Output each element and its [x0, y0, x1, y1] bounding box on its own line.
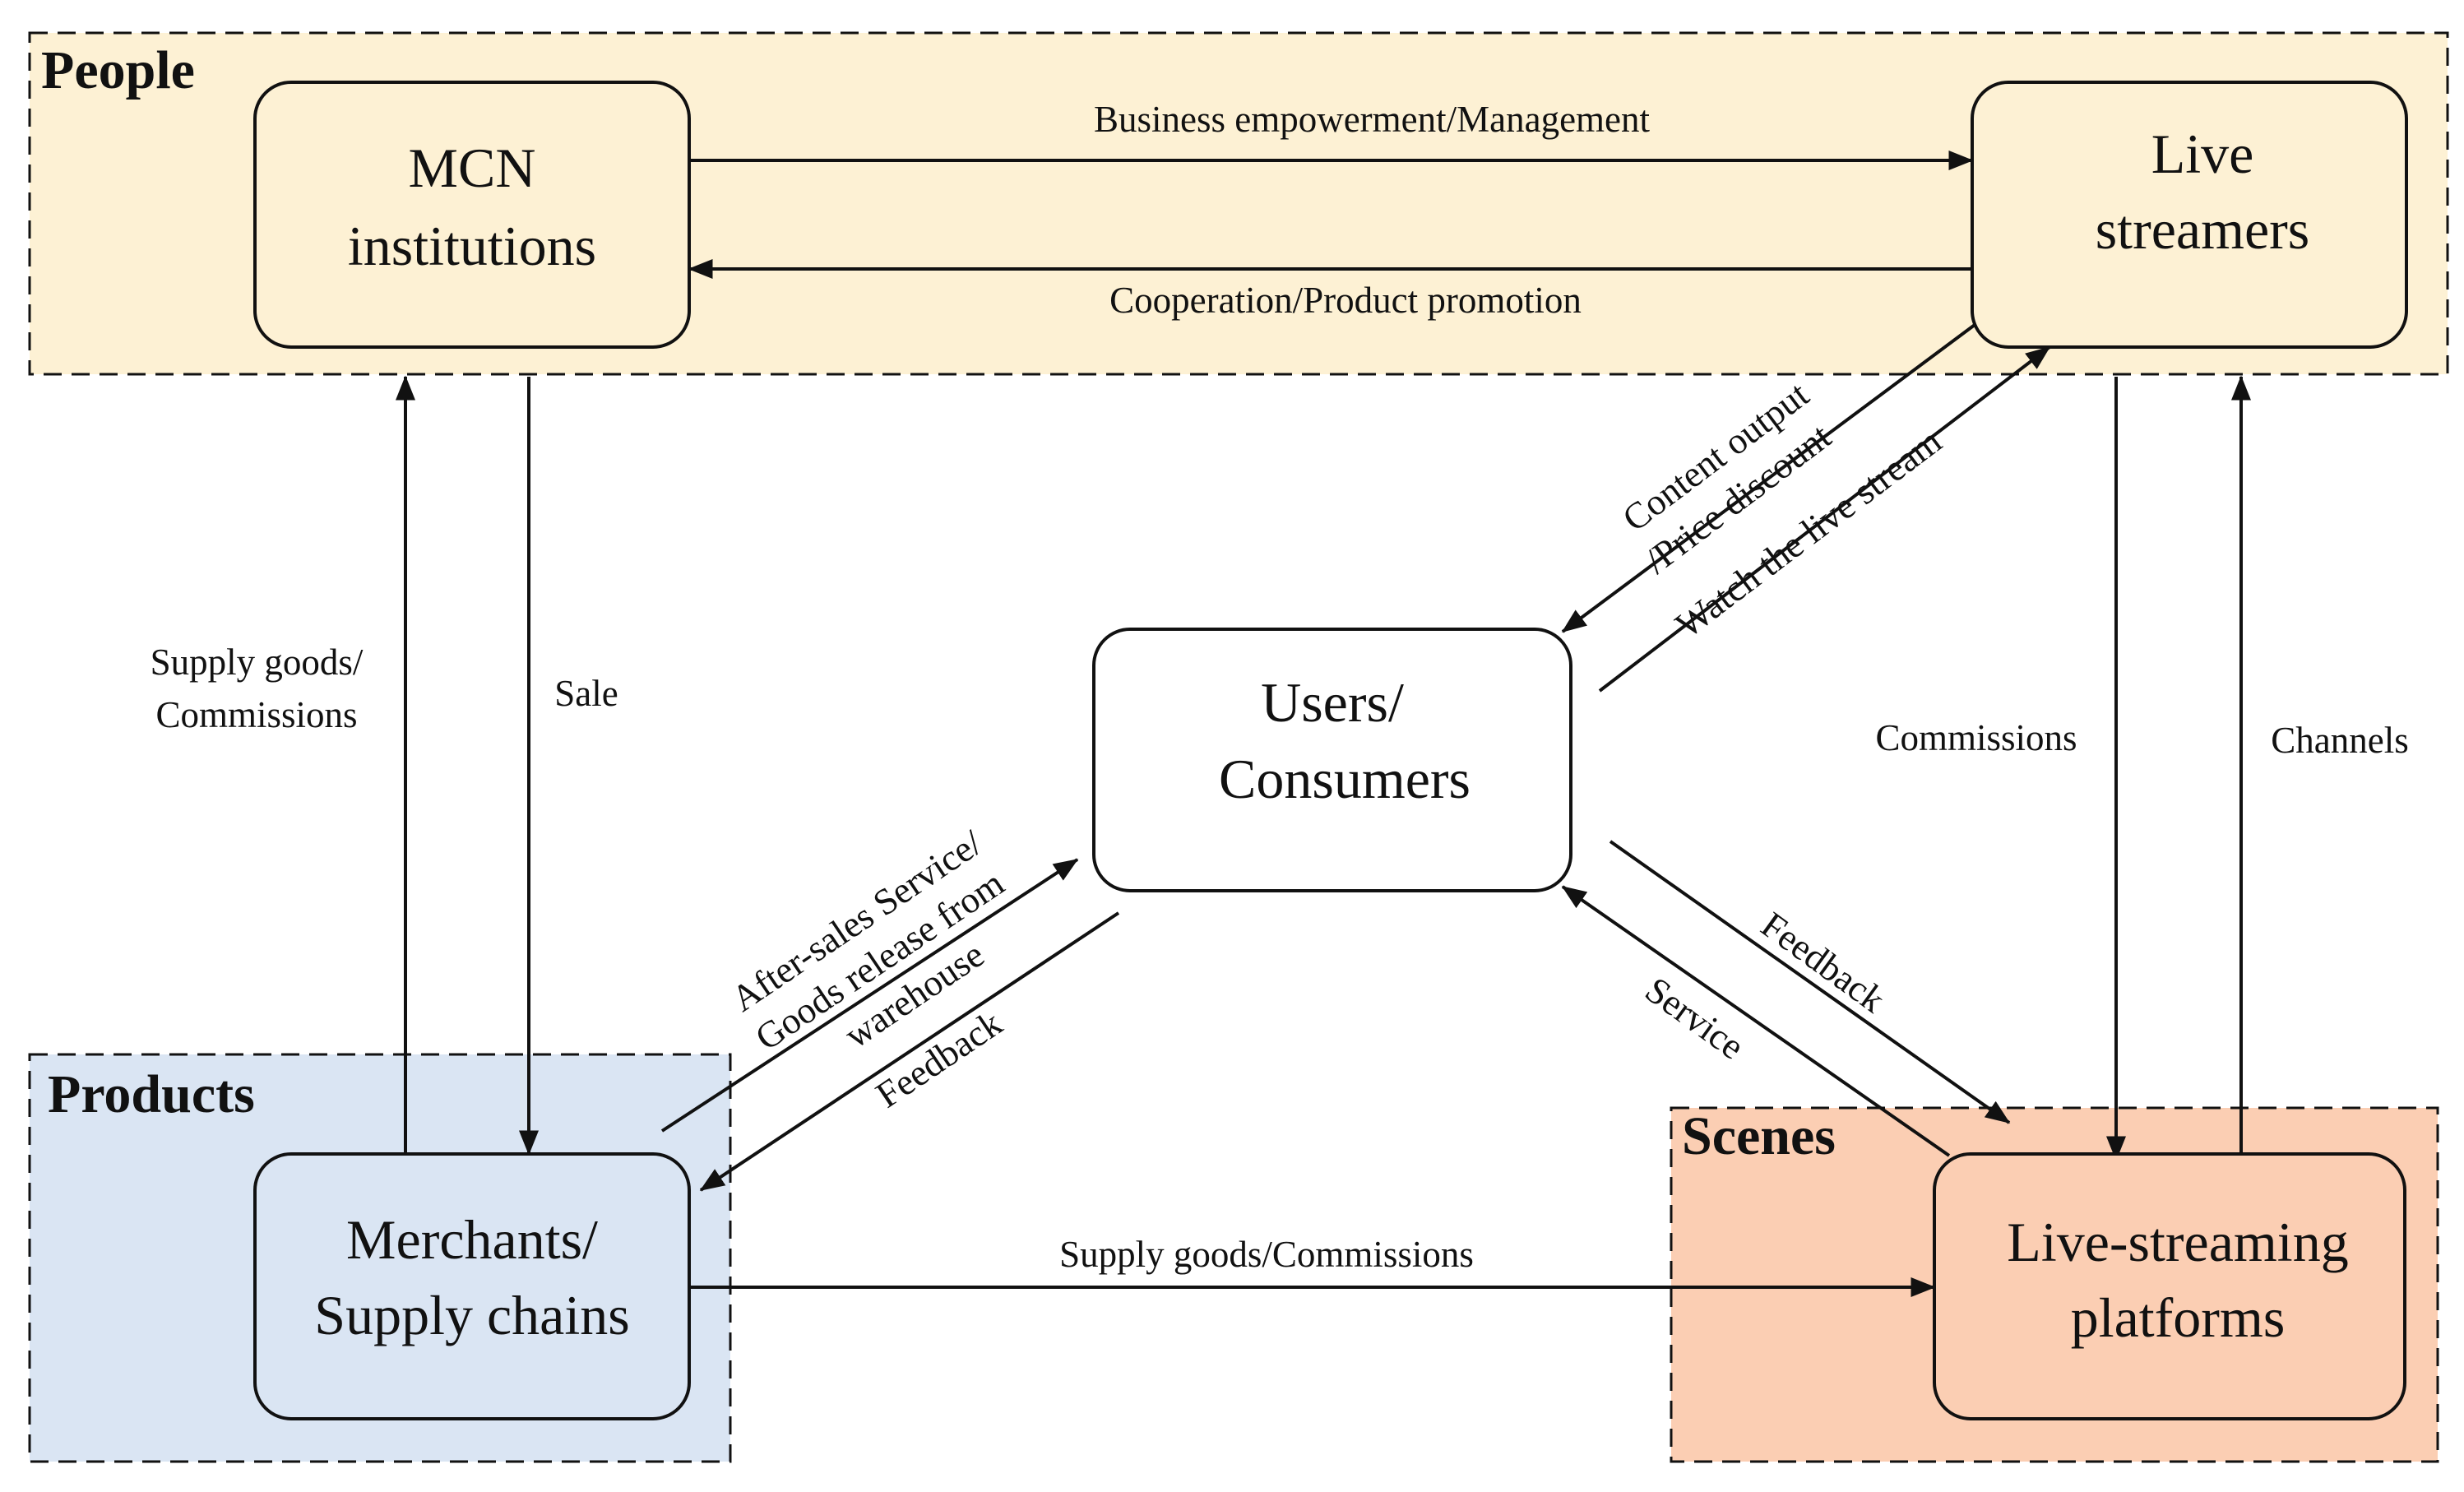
- label-mcn-to-streamers: Business empowerment/Management: [1094, 99, 1651, 140]
- edge-streamers-to-users: [1561, 321, 1980, 633]
- label-streamers-to-mcn: Cooperation/Product promotion: [1109, 280, 1582, 321]
- node-mcn-label-line1: MCN: [409, 137, 536, 199]
- node-users-box: [1092, 628, 1572, 892]
- label-mcn-to-merchants: Sale: [554, 673, 618, 714]
- label-merchants-to-mcn-line1: Supply goods/: [151, 642, 364, 683]
- node-mcn-label-line2: institutions: [348, 215, 596, 277]
- node-merchants-label-line2: Supply chains: [314, 1284, 629, 1346]
- node-streamers-box: [1971, 81, 2408, 349]
- scenes-region-label: Scenes: [1682, 1106, 1836, 1166]
- node-mcn-box: [253, 81, 691, 349]
- node-merchants-box: [253, 1152, 691, 1420]
- edge-users-to-merchants: [699, 911, 1120, 1192]
- node-users-label-line1: Users/: [1261, 671, 1404, 734]
- label-platforms-to-users: Service: [1638, 969, 1753, 1068]
- people-region-label: People: [41, 40, 195, 100]
- node-users-label-line2: Consumers: [1219, 748, 1471, 810]
- label-merchants-to-platforms: Supply goods/Commissions: [1059, 1234, 1474, 1275]
- node-streamers-label-line1: Live: [2151, 123, 2254, 185]
- node-platforms-label-line2: platforms: [2071, 1286, 2286, 1349]
- label-merchants-to-mcn-line2: Commissions: [155, 694, 357, 735]
- label-streamers-to-platforms: Commissions: [1875, 717, 2077, 758]
- products-region-label: Products: [48, 1064, 255, 1124]
- edge-users-to-streamers: [1598, 345, 2051, 693]
- edge-merchants-to-users: [660, 858, 1079, 1133]
- label-users-to-platforms: Feedback: [1753, 904, 1892, 1021]
- node-merchants-label-line1: Merchants/: [346, 1208, 598, 1271]
- edge-platforms-to-users: [1561, 885, 1951, 1157]
- edge-users-to-platforms: [1609, 840, 2011, 1124]
- node-streamers-label-line2: streamers: [2096, 198, 2310, 261]
- node-platforms-box: [1933, 1152, 2406, 1420]
- node-platforms-label-line1: Live-streaming: [2007, 1211, 2348, 1273]
- label-platforms-to-streamers: Channels: [2271, 720, 2408, 761]
